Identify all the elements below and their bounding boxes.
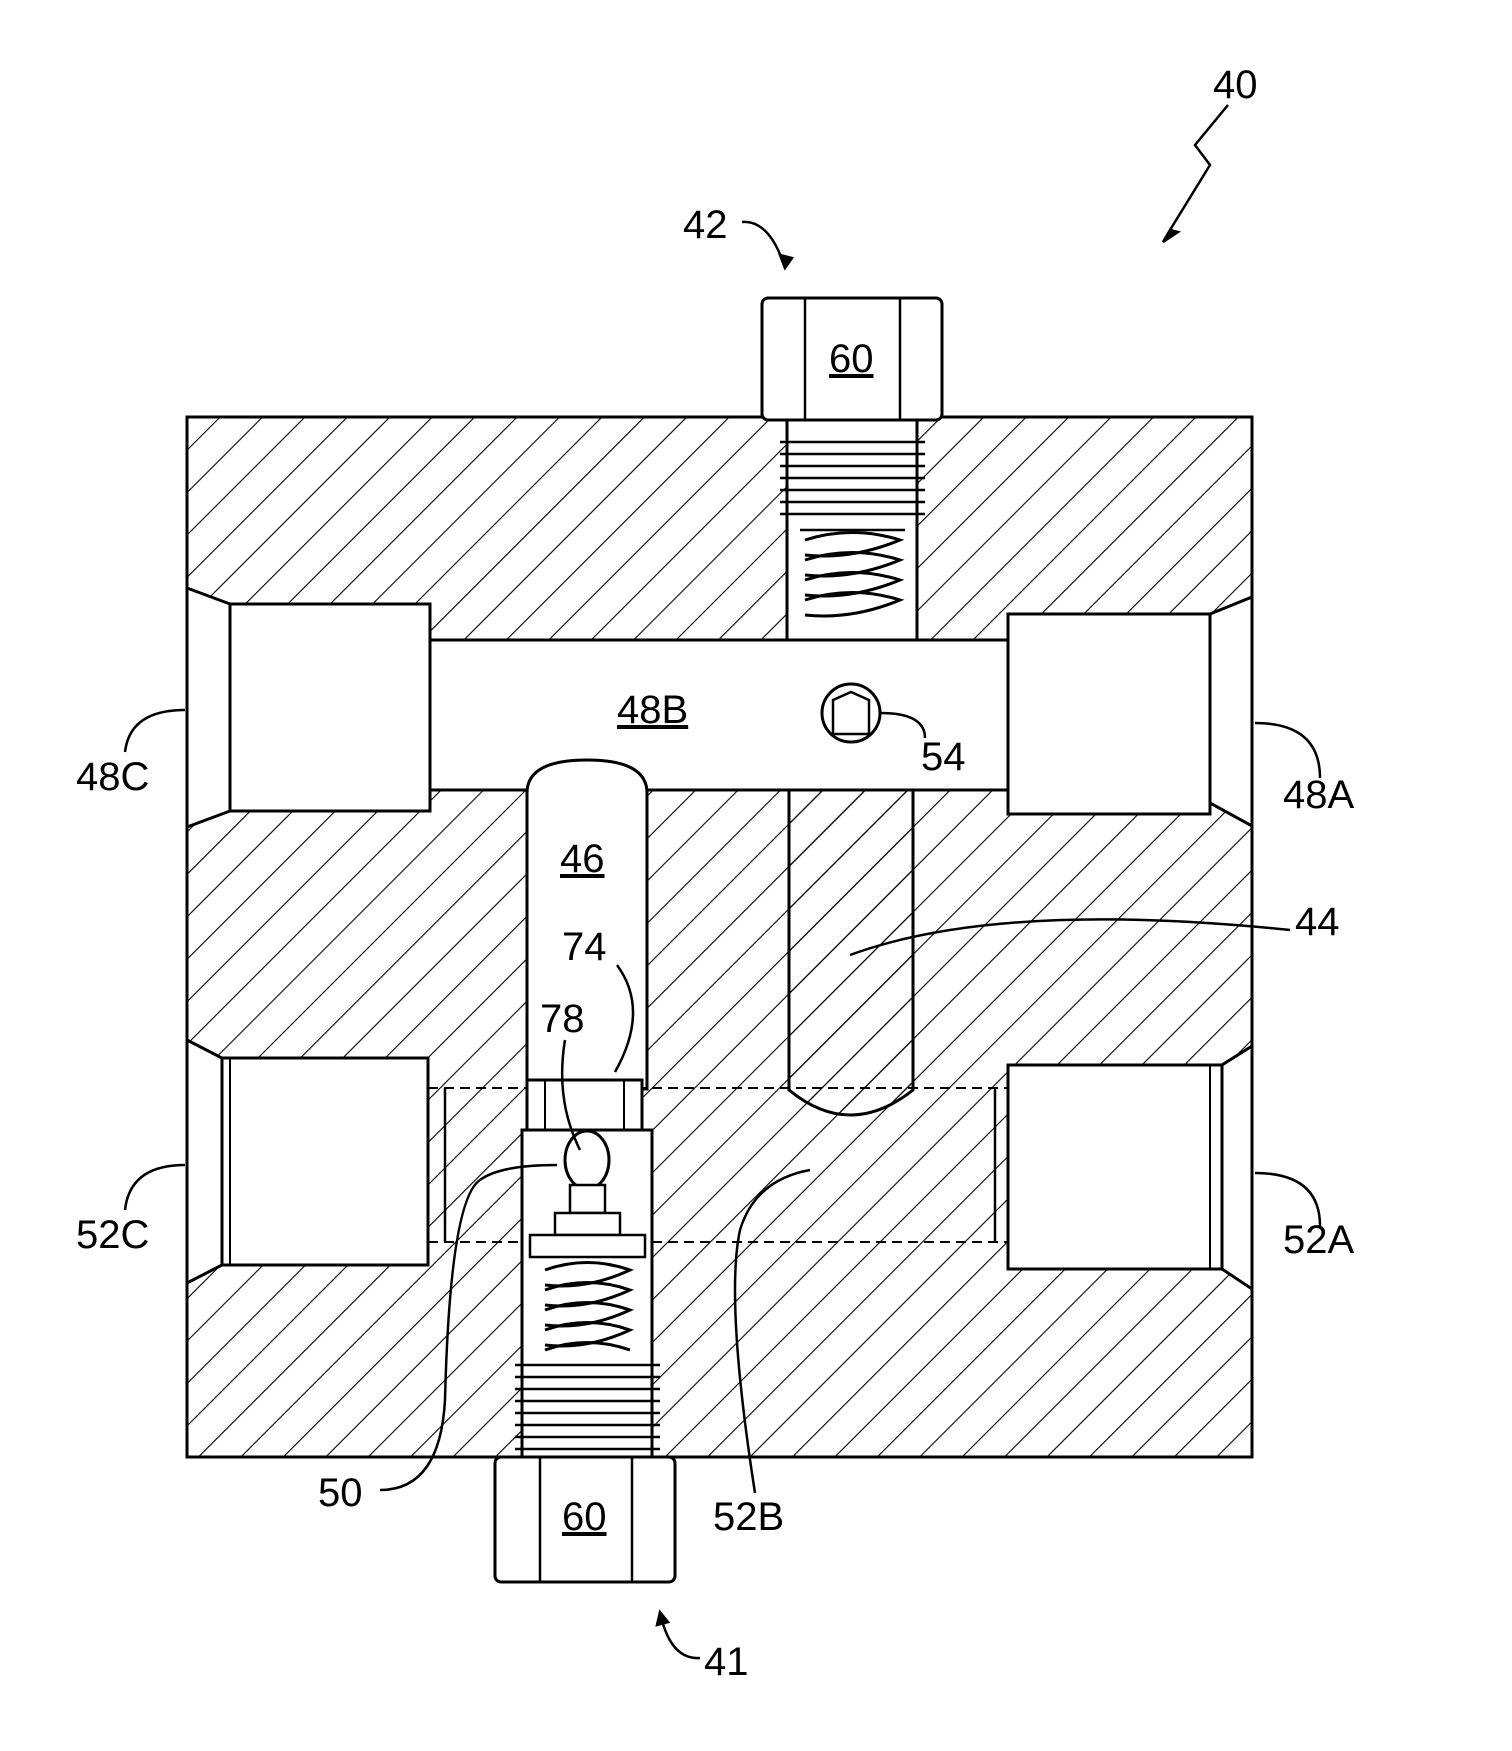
upper-threads (780, 442, 925, 514)
label-48B: 48B (617, 688, 688, 732)
label-78: 78 (540, 997, 585, 1041)
plunger (789, 790, 913, 1115)
ball (565, 1131, 609, 1189)
label-46: 46 (560, 837, 605, 881)
valve-body (187, 417, 1252, 1457)
label-52B: 52B (713, 1495, 784, 1539)
label-44: 44 (1295, 900, 1340, 944)
lower-valve-cavity (515, 1080, 660, 1457)
label-50: 50 (318, 1471, 363, 1515)
label-48C: 48C (76, 755, 149, 799)
label-41: 41 (704, 1640, 749, 1684)
label-upper-60: 60 (829, 337, 874, 381)
label-40: 40 (1213, 63, 1258, 107)
label-lower-60: 60 (562, 1495, 607, 1539)
label-42: 42 (683, 203, 728, 247)
label-54: 54 (921, 735, 966, 779)
upper-valve-cavity (780, 417, 925, 640)
label-52C: 52C (76, 1213, 149, 1257)
label-74: 74 (562, 925, 607, 969)
label-52A: 52A (1283, 1218, 1354, 1262)
label-48A: 48A (1283, 773, 1354, 817)
